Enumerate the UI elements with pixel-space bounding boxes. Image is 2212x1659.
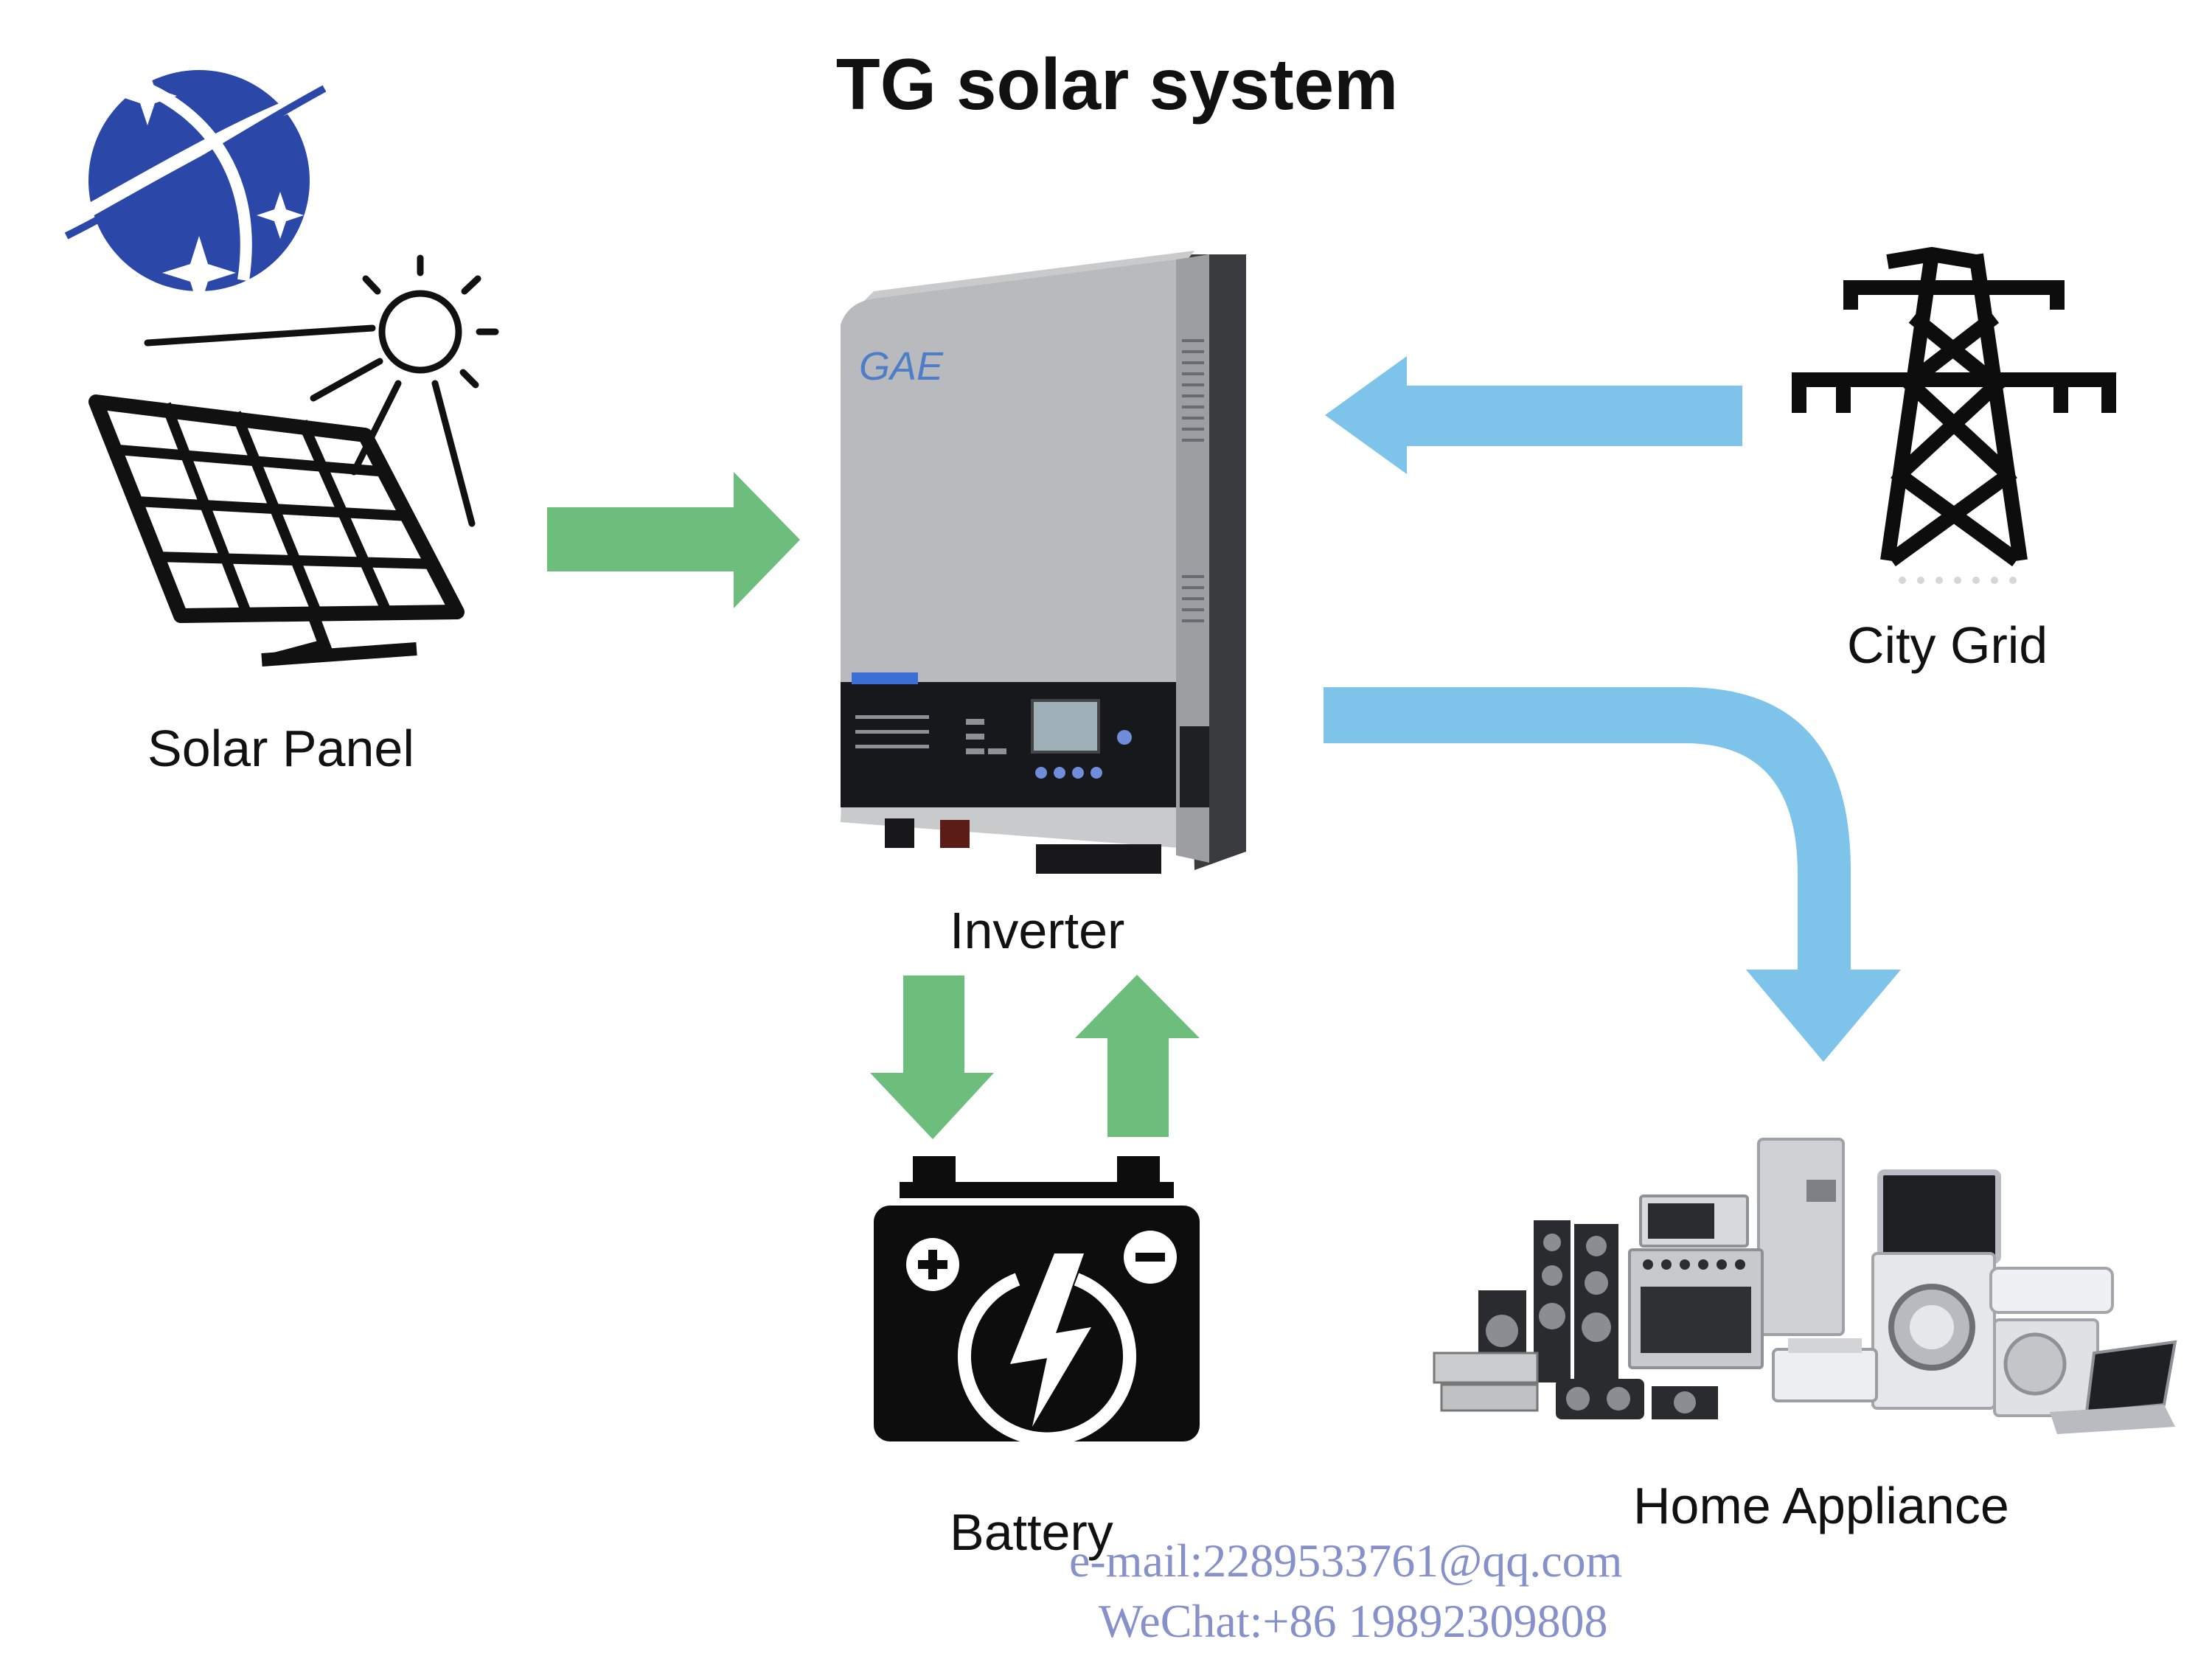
arrow-solar-to-inverter bbox=[547, 472, 800, 608]
arrow-inverter-to-battery bbox=[870, 975, 994, 1139]
watermark-email: e-mail:2289533761@qq.com bbox=[1069, 1534, 1623, 1587]
sun-icon bbox=[144, 254, 499, 527]
home-appliances-image bbox=[1433, 1138, 2177, 1434]
watermark-wechat: WeChat:+86 19892309808 bbox=[1099, 1595, 1608, 1647]
arrow-battery-to-inverter bbox=[1075, 975, 1200, 1137]
label-battery: Battery bbox=[950, 1503, 1113, 1561]
arrow-grid-to-inverter bbox=[1325, 356, 1742, 474]
battery-icon bbox=[874, 1156, 1200, 1446]
logo-globe-icon bbox=[64, 66, 327, 310]
inverter-image: GAE bbox=[841, 251, 1246, 874]
solar-panel-icon bbox=[88, 394, 465, 667]
label-city-grid: City Grid bbox=[1847, 616, 2048, 674]
transmission-tower-icon bbox=[1792, 247, 2116, 567]
label-solar-panel: Solar Panel bbox=[147, 720, 414, 777]
label-inverter: Inverter bbox=[950, 902, 1125, 959]
arrow-inverter-to-home bbox=[1324, 687, 1901, 1062]
inverter-brand: GAE bbox=[859, 344, 944, 389]
label-home-appliance: Home Appliance bbox=[1633, 1477, 2009, 1534]
tower-base-dots bbox=[1899, 577, 2017, 584]
diagram-title: TG solar system bbox=[835, 44, 1399, 125]
